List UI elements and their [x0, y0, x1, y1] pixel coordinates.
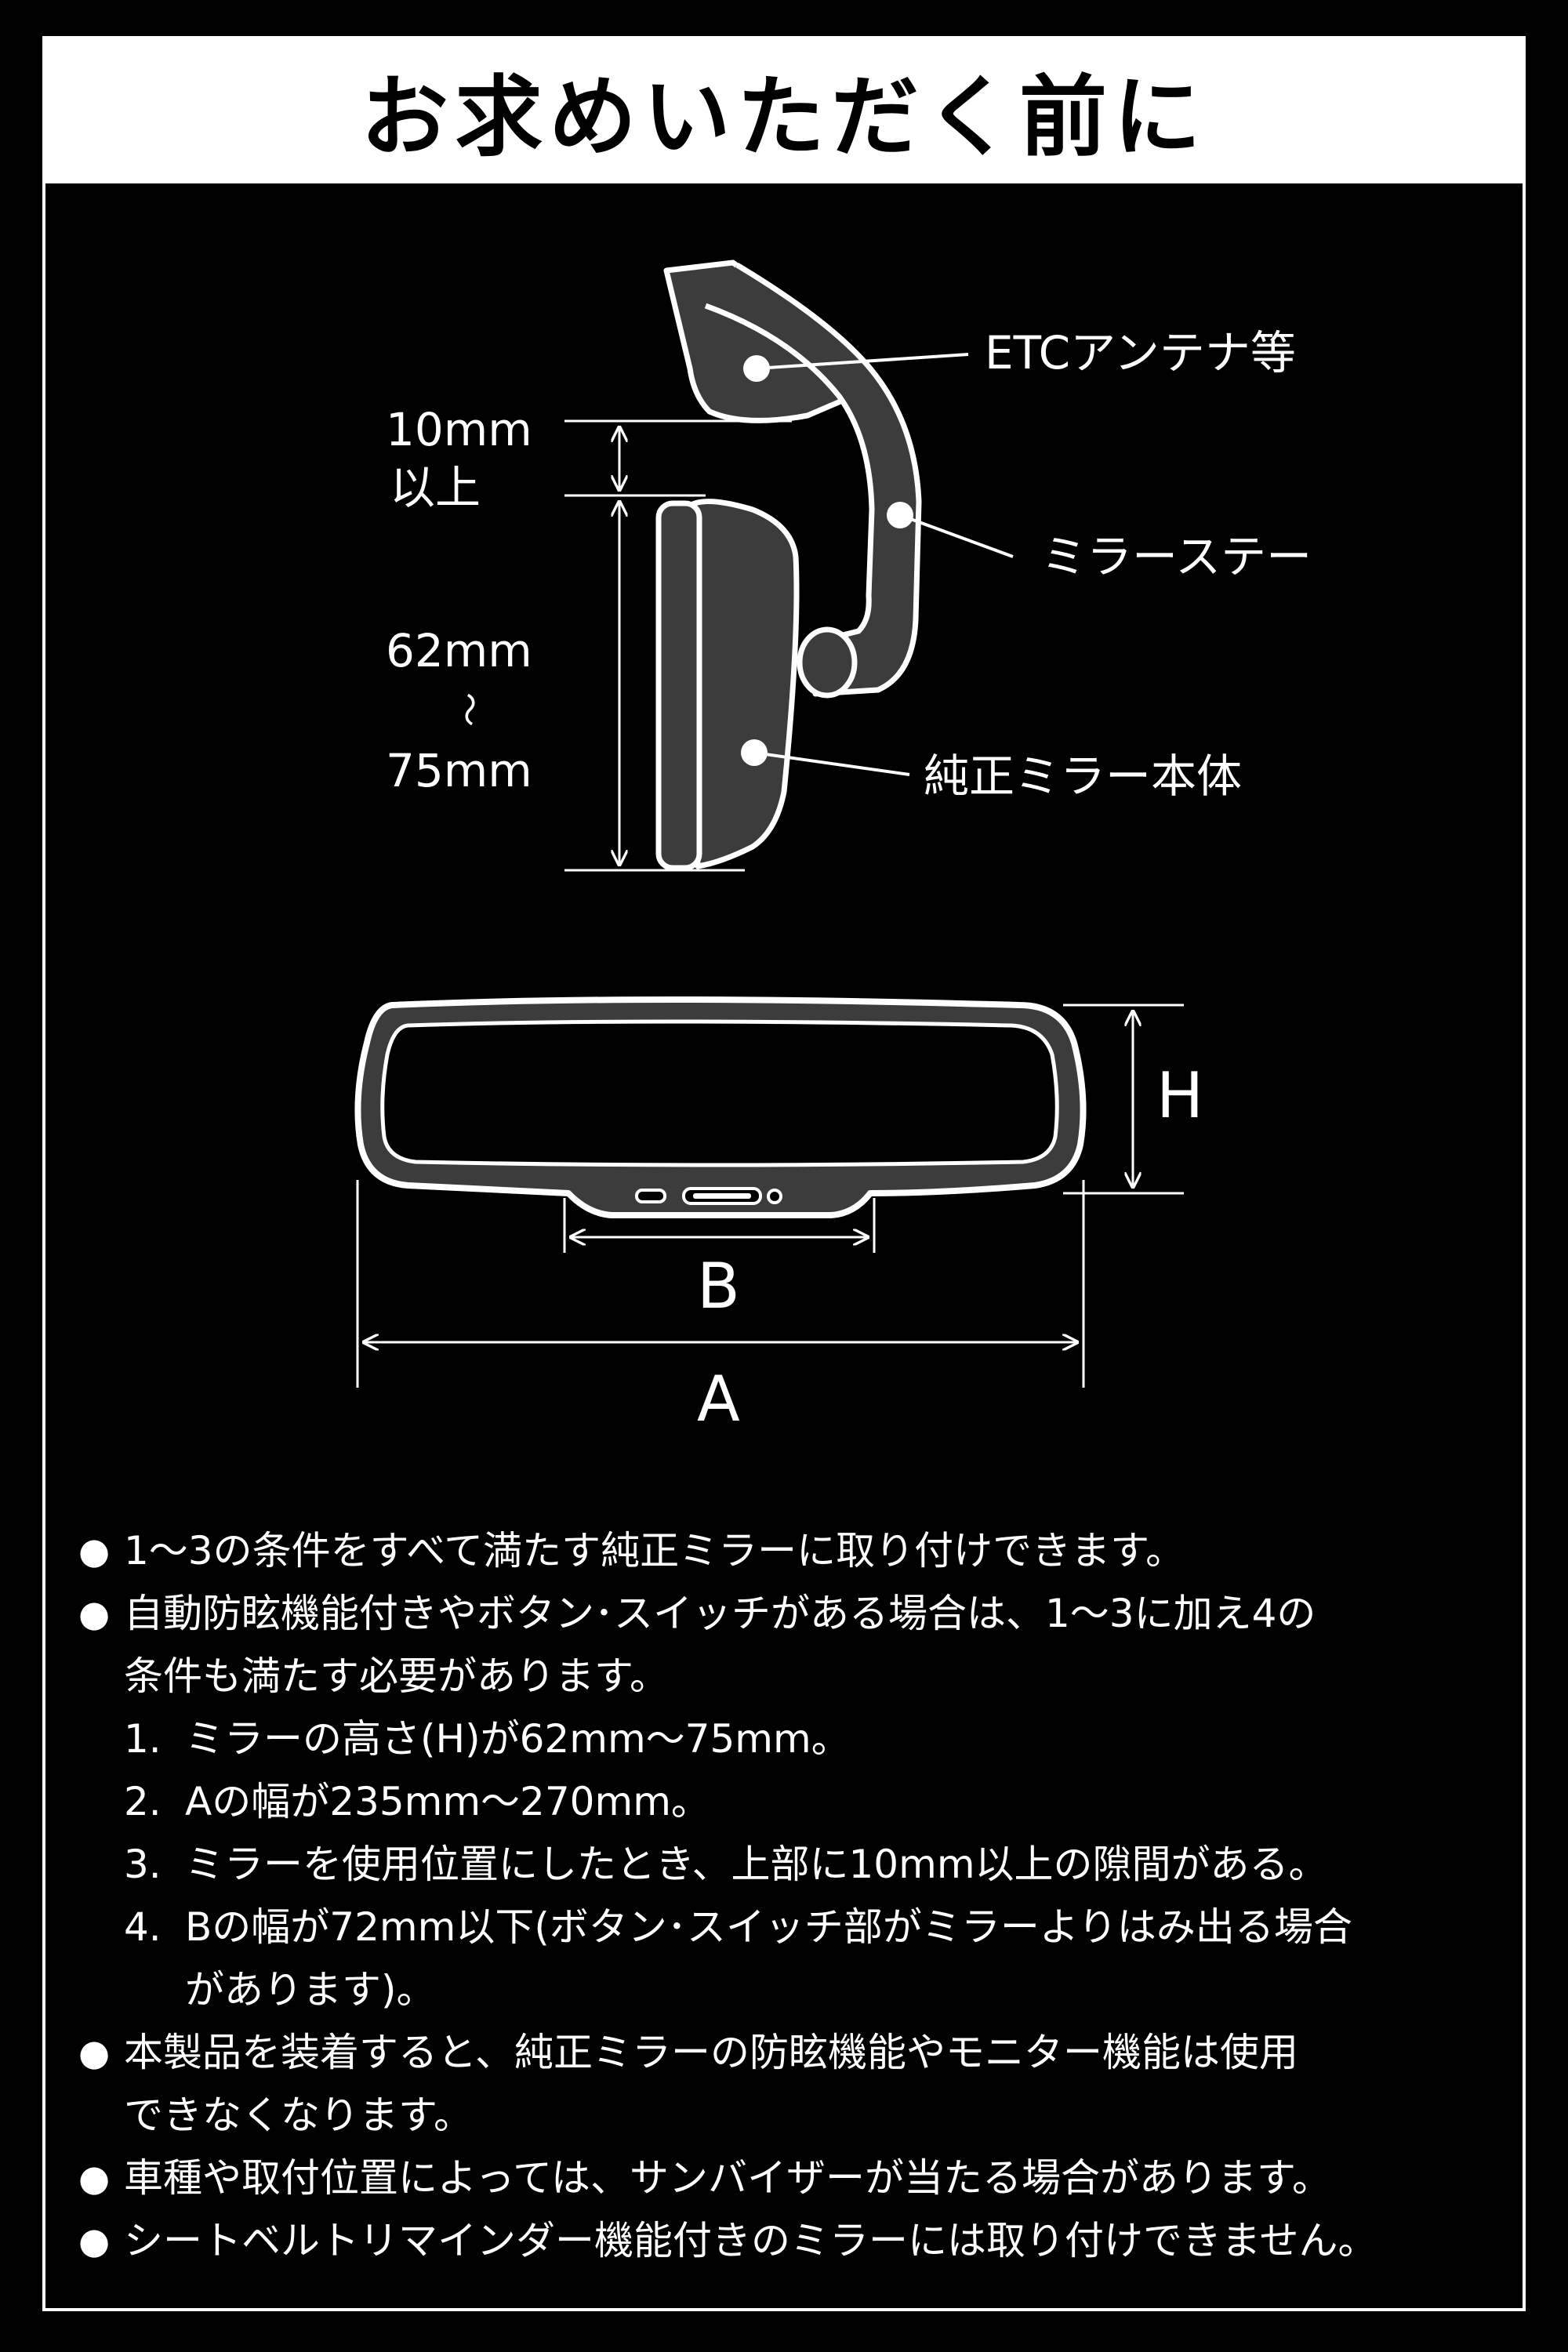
label-H: H	[1156, 1059, 1203, 1132]
page-title: お求めいただく前に	[361, 67, 1207, 169]
mirror-stay-shape	[704, 262, 922, 697]
condition-item: 1.ミラーの高さ(H)が62mm～75mm。	[124, 1716, 851, 1762]
note-item: ●本製品を装着すると、純正ミラーの防眩機能やモニター機能は使用	[78, 2030, 1298, 2075]
button-left	[635, 1189, 666, 1203]
button-right	[767, 1189, 782, 1204]
note-item: ●シートベルトリマインダー機能付きのミラーには取り付けできません。	[78, 2218, 1377, 2263]
mirror-glass-side	[655, 500, 702, 871]
mirror-front-glass	[380, 1019, 1059, 1167]
condition-item: 2.Aの幅が235mm～270mm。	[124, 1779, 710, 1824]
label-etc: ETCアンテナ等	[985, 326, 1296, 379]
note-continuation: 条件も満たす必要があります。	[124, 1653, 669, 1699]
label-body: 純正ミラー本体	[924, 750, 1242, 803]
label-height-max: 75mm	[386, 744, 532, 797]
note-item: ●1～3の条件をすべて満たす純正ミラーに取り付けできます。	[78, 1528, 1185, 1573]
button-center-inner	[693, 1193, 751, 1199]
label-clearance-value: 10mm	[386, 403, 532, 456]
mirror-body-side	[687, 499, 800, 869]
note-item: ●自動防眩機能付きやボタン･スイッチがある場合は、1～3に加え4の	[78, 1591, 1316, 1636]
notes: ●1～3の条件をすべて満たす純正ミラーに取り付けできます。 ●自動防眩機能付きや…	[78, 1519, 1505, 2272]
note-item: ●車種や取付位置によっては、サンバイザーが当たる場合があります。	[78, 2155, 1331, 2201]
label-A: A	[697, 1363, 740, 1436]
condition-item: 4.Bの幅が72mm以下(ボタン･スイッチ部がミラーよりはみ出る場合	[124, 1904, 1352, 1950]
condition-item: 3.ミラーを使用位置にしたとき、上部に10mm以上の隙間がある。	[124, 1842, 1328, 1887]
label-height-tilde: ～	[448, 692, 488, 727]
mirror-diagram: ETCアンテナ等 ミラーステー 純正ミラー本体 10mm 以上 62mm ～ 7…	[354, 260, 1312, 1436]
label-B: B	[697, 1250, 740, 1323]
ball-joint	[797, 626, 858, 699]
note-continuation: できなくなります。	[124, 2092, 473, 2138]
condition-continuation: があります)。	[185, 1967, 436, 2013]
label-height-min: 62mm	[386, 624, 532, 677]
title-bar: お求めいただく前に	[42, 36, 1526, 183]
label-stay: ミラーステー	[1041, 530, 1312, 583]
label-clearance-unit: 以上	[390, 461, 481, 514]
